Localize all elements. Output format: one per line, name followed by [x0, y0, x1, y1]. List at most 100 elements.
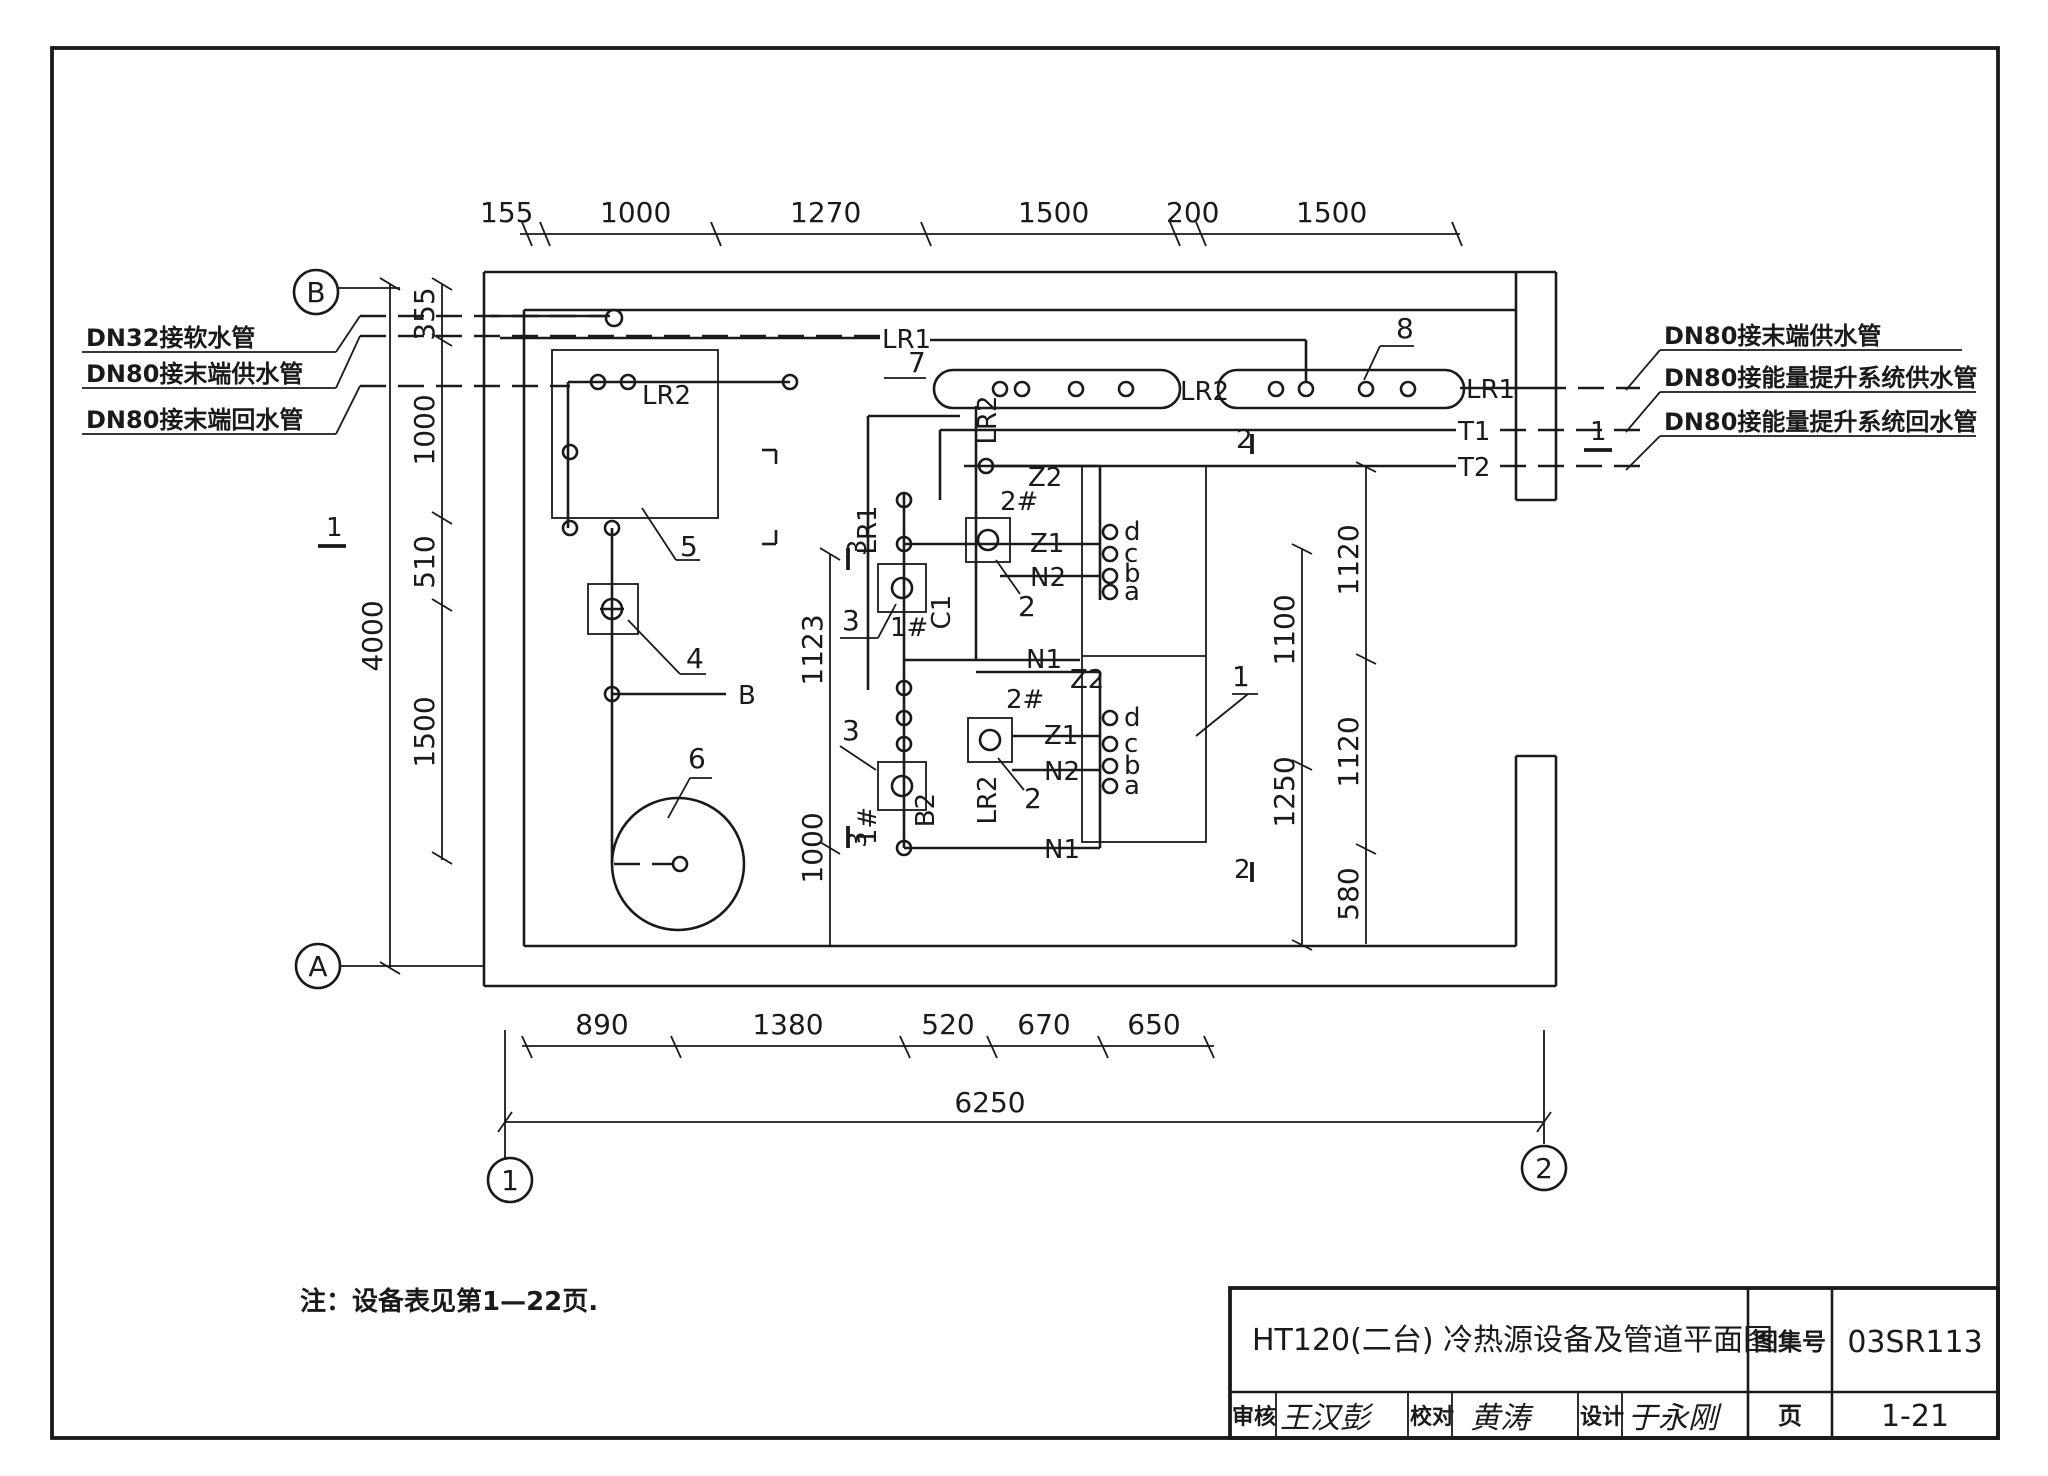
item-3-b-label: 3: [842, 714, 860, 747]
design-signature: 于永刚: [1628, 1401, 1722, 1436]
check-signature: 黄涛: [1470, 1401, 1534, 1436]
bottom-dim-1380: 1380: [752, 1008, 823, 1041]
note-dn80-lift-return: DN80接能量提升系统回水管: [1664, 408, 1977, 436]
note-dn80-supply-left: DN80接末端供水管: [86, 360, 303, 388]
pipe-n1-mid-label: N1: [1026, 645, 1062, 675]
vessel-7-lr2-label: LR2: [1180, 377, 1229, 407]
section-marks-misc: 1 2: [318, 513, 1254, 885]
check-label: 校对: [1410, 1404, 1454, 1430]
section-1-mark-right: 1: [1590, 417, 1607, 447]
axis-a: A: [294, 942, 484, 990]
inner-dimensions: 1123 1000 1100 1250 1120 1120 580: [796, 461, 1377, 951]
item-2-low-label: 2: [1024, 782, 1042, 815]
sheet-border: [50, 46, 2000, 1440]
note-dn32-soft-water: DN32接软水管: [86, 324, 255, 352]
left-dim-355: 355: [408, 287, 441, 340]
pipe-n2-low-label: N2: [1044, 757, 1080, 787]
top-dim-1000: 1000: [600, 196, 671, 229]
top-dim-1500a: 1500: [1018, 196, 1089, 229]
left-dim-1000: 1000: [408, 394, 441, 465]
inner-dim-1000: 1000: [796, 812, 829, 883]
pipe-z2-top-label: Z2: [1028, 463, 1062, 493]
unit-2-lower: Z1 N2 N1 2# 2: [904, 685, 1100, 865]
unit-2-low-label: 2#: [1006, 685, 1044, 715]
pipe-z2-mid-label: Z2: [1070, 665, 1104, 695]
equipment-5: LR2 5: [551, 349, 799, 563]
room-walls: [482, 270, 1558, 988]
svg-text:A: A: [308, 950, 327, 983]
port-d-low: d: [1124, 703, 1141, 733]
pipe-t1-label: T1: [1457, 417, 1490, 447]
bottom-dim-650: 650: [1127, 1008, 1180, 1041]
pipe-lr1-vertical-label: LR1: [853, 505, 883, 554]
item-4-label: 4: [686, 642, 704, 675]
bottom-dim-890: 890: [575, 1008, 628, 1041]
port-b-top: b: [1124, 559, 1141, 589]
pump-line: B 4: [587, 528, 756, 864]
unit-2-top-label: 2#: [1000, 487, 1038, 517]
right-notes: DN80接末端供水管 DN80接能量提升系统供水管 DN80接能量提升系统回水管: [1625, 322, 1977, 471]
section-2-mark-top: 2: [1236, 425, 1253, 455]
review-signature: 王汉彭: [1280, 1401, 1374, 1436]
bottom-dimensions: 890 1380 520 670 650 6250: [497, 1008, 1552, 1160]
drawing-title: HT120(二台) 冷热源设备及管道平面图: [1252, 1323, 1773, 1358]
top-dim-1270: 1270: [790, 196, 861, 229]
vessel-8: 8: [1216, 312, 1466, 410]
item-3-a-label: 3: [842, 604, 860, 637]
vessel-7: LR2 7: [884, 346, 1229, 410]
inner-dim-1123: 1123: [796, 614, 829, 685]
tank-6: 6: [610, 742, 746, 932]
pipe-lr1-label: LR1: [882, 325, 931, 355]
page-number: 1-21: [1881, 1399, 1949, 1434]
section-2-mark-low: 2: [1234, 855, 1251, 885]
bottom-dim-670: 670: [1017, 1008, 1070, 1041]
top-dimension-chain: 155 1000 1270 1500 200 1500: [480, 196, 1463, 247]
port-a-low: a: [1124, 771, 1140, 801]
left-dim-4000: 4000: [356, 600, 389, 671]
left-notes: DN32接软水管 DN80接末端供水管 DN80接末端回水管: [82, 315, 361, 435]
note-dn80-lift-supply: DN80接能量提升系统供水管: [1664, 364, 1977, 392]
right-dim-1100: 1100: [1268, 594, 1301, 665]
atlas-number: 03SR113: [1847, 1325, 1982, 1360]
item-8-label: 8: [1396, 312, 1414, 345]
note-dn80-return-left: DN80接末端回水管: [86, 406, 303, 434]
port-a-top: a: [1124, 577, 1140, 607]
axis-b: B: [292, 268, 400, 316]
bottom-dim-520: 520: [921, 1008, 974, 1041]
item-5-label: 5: [680, 530, 698, 563]
unit-1-left: 1# 3: [840, 563, 928, 643]
unit-1-low-label: 1#: [853, 807, 883, 845]
left-dimensions: 4000 355 1000 510 1500: [356, 277, 453, 975]
review-label: 审核: [1232, 1404, 1276, 1430]
item-2-top-label: 2: [1018, 590, 1036, 623]
pipe-c1-label: C1: [927, 595, 957, 630]
pipe-lr1-right-label: LR1: [1466, 375, 1515, 405]
port-c-low: c: [1124, 729, 1138, 759]
left-dim-1500: 1500: [408, 696, 441, 767]
design-label: 设计: [1580, 1405, 1624, 1430]
section-3-top: 3: [843, 539, 873, 556]
right-dim-580: 580: [1332, 867, 1365, 920]
right-dim-1120a: 1120: [1332, 524, 1365, 595]
note-dn80-supply-right: DN80接末端供水管: [1664, 322, 1881, 350]
pipe-t2-label: T2: [1457, 453, 1490, 483]
pipe-z1-top-label: Z1: [1030, 529, 1064, 559]
top-dim-1500b: 1500: [1296, 196, 1367, 229]
right-dim-1120b: 1120: [1332, 716, 1365, 787]
port-c-top: c: [1124, 539, 1138, 569]
port-d-top: d: [1124, 517, 1141, 547]
svg-text:B: B: [306, 276, 325, 309]
svg-text:2: 2: [1535, 1152, 1553, 1185]
pipe-lr2-vertical-label: LR2: [973, 395, 1003, 444]
pipe-b-label: B: [738, 681, 756, 711]
page-label: 页: [1778, 1402, 1802, 1430]
bottom-dim-6250: 6250: [954, 1086, 1025, 1119]
footnote: 注：设备表见第1—22页.: [300, 1286, 598, 1317]
mid-headers: N1 Z2: [904, 645, 1104, 695]
left-dim-510: 510: [408, 535, 441, 588]
unit-1-lower: 3 1#: [839, 714, 927, 845]
pipe-lr2-lower-label: LR2: [973, 775, 1003, 824]
pipe-lr2-label: LR2: [642, 381, 691, 411]
axis-1: 1: [486, 1156, 534, 1204]
